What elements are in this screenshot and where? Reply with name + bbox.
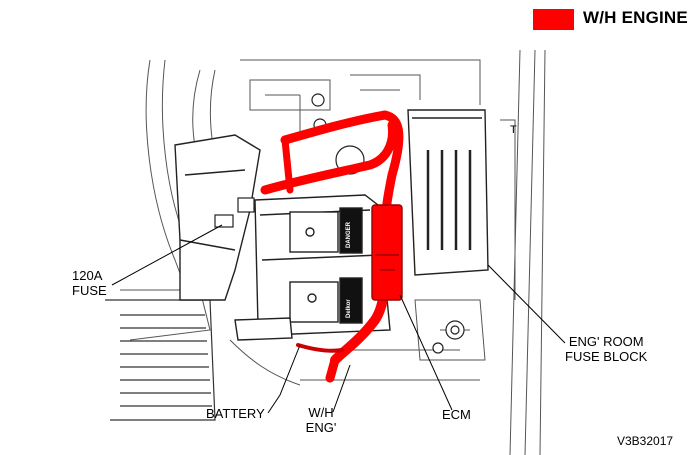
callout-fuse-block-line-2: FUSE BLOCK [565,349,648,364]
callout-120a-fuse-line-2: FUSE [72,283,107,298]
t-mark: T [510,124,517,136]
fuse-120a [214,197,255,228]
ecm-connector [371,204,403,301]
figure-code: V3B32017 [617,434,674,448]
callout-120a-fuse: 120A FUSE [72,268,107,298]
callout-wh-eng-line-2: ENG' [305,420,337,435]
fuse-block [407,109,489,276]
legend-label: W/H ENGINE [583,8,688,27]
radiator-grille [105,299,216,421]
callout-fuse-block: ENG' ROOM FUSE BLOCK [565,334,647,364]
callout-120a-fuse-line-1: 120A [72,268,103,283]
callout-wh-eng: W/H ENG' [303,405,339,435]
callout-fuse-block-line-1: ENG' ROOM [568,334,644,349]
legend-swatch [533,9,574,30]
callout-battery: BATTERY [206,406,265,421]
callout-leaders [111,224,566,414]
battery-warning-upper: DANGER [346,221,352,248]
battery [234,194,391,341]
callout-wh-eng-line-1: W/H [308,405,334,420]
battery-brand: Delkor [346,299,352,318]
callout-ecm: ECM [442,407,471,422]
engine-line-art [120,49,546,455]
